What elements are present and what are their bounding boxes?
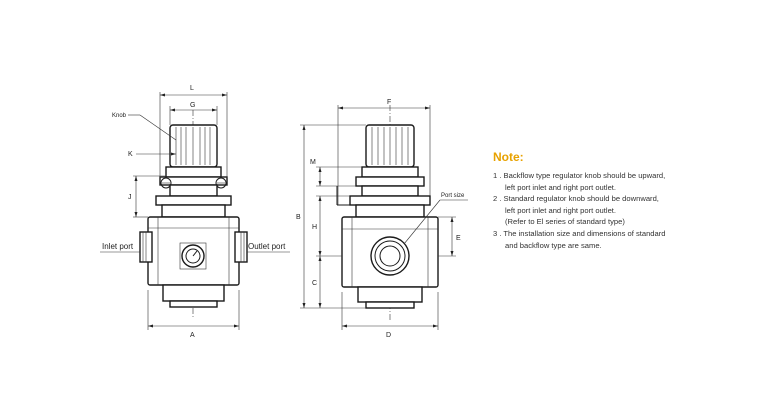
outlet-port-label: Outlet port bbox=[248, 242, 286, 251]
dim-j-label: J bbox=[128, 194, 132, 201]
note-line-4: left port inlet and right port outlet. bbox=[505, 205, 617, 215]
note-line-6: 3 . The installation size and dimensions… bbox=[493, 228, 666, 238]
dim-h-label: H bbox=[312, 224, 317, 231]
note-title: Note: bbox=[493, 150, 524, 164]
dim-d-label: D bbox=[386, 332, 391, 339]
note-line-3: 2 . Standard regulator knob should be do… bbox=[493, 194, 659, 204]
front-view: L G Knob K J Inlet port Outlet port A bbox=[100, 85, 290, 339]
port-size-label: Port size bbox=[441, 193, 465, 199]
side-view: F M B H C E Port size D bbox=[296, 99, 468, 339]
dim-f-label: F bbox=[387, 99, 391, 106]
dim-a-label: A bbox=[190, 332, 195, 339]
dim-e-label: E bbox=[456, 235, 461, 242]
dim-b-label: B bbox=[296, 214, 301, 221]
dim-g-label: G bbox=[190, 102, 195, 109]
note-line-7: and backflow type are same. bbox=[505, 240, 602, 250]
port-opening bbox=[370, 236, 410, 276]
dim-m-label: M bbox=[310, 159, 316, 166]
knob-label: Knob bbox=[112, 113, 127, 119]
inlet-port-label: Inlet port bbox=[102, 242, 134, 251]
dim-c-label: C bbox=[312, 280, 317, 287]
note-line-1: 1 . Backflow type regulator knob should … bbox=[493, 171, 666, 180]
note-line-2: left port inlet and right port outlet. bbox=[505, 182, 617, 192]
dim-k-label: K bbox=[128, 151, 133, 158]
note-panel: Note: 1 . Backflow type regulator knob s… bbox=[493, 150, 743, 251]
note-line-5: (Refer to El series of standard type) bbox=[505, 217, 625, 227]
dim-l-label: L bbox=[190, 85, 194, 92]
